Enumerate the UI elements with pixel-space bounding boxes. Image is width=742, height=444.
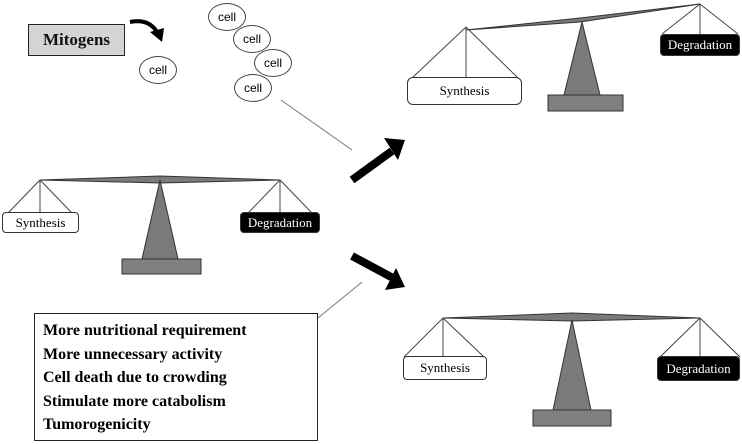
center-degradation-label: Degradation xyxy=(240,212,320,233)
balance-beam xyxy=(442,312,701,322)
arrow-up-right-icon xyxy=(349,138,405,184)
effect-item: Tumorogenicity xyxy=(43,416,151,433)
cell-cluster-1: cell xyxy=(208,3,246,31)
balance-center xyxy=(7,175,313,275)
balance-base xyxy=(121,258,202,275)
mitogens-label: Mitogens xyxy=(28,24,125,56)
balance-fulcrum xyxy=(563,21,601,96)
connector-line-cells xyxy=(280,99,353,151)
effect-item: Cell death due to crowding xyxy=(43,369,227,386)
balance-top-right xyxy=(411,3,739,112)
arrow-down-right-icon xyxy=(350,252,405,290)
connector-line-effects xyxy=(317,281,363,319)
center-synthesis-label: Synthesis xyxy=(2,212,79,233)
bottom-right-synthesis-label: Synthesis xyxy=(403,356,487,380)
cell-single: cell xyxy=(139,56,177,84)
top-right-synthesis-label: Synthesis xyxy=(407,77,522,105)
balance-base xyxy=(547,94,624,112)
effect-item: Stimulate more catabolism xyxy=(43,392,226,410)
effect-item: More unnecessary activity xyxy=(43,345,223,363)
balance-fulcrum xyxy=(141,179,179,260)
effect-item: More nutritional requirement xyxy=(43,322,247,339)
top-right-degradation-label: Degradation xyxy=(660,34,740,56)
cell-cluster-3: cell xyxy=(254,49,292,77)
effects-box: More nutritional requirement More unnece… xyxy=(34,313,318,441)
cell-cluster-2: cell xyxy=(233,25,271,53)
bottom-right-degradation-label: Degradation xyxy=(657,356,740,381)
cell-cluster-4: cell xyxy=(234,74,272,102)
balance-bottom-right xyxy=(403,312,741,427)
balance-base xyxy=(532,409,612,427)
balance-fulcrum xyxy=(552,319,592,411)
curved-arrow-head-icon xyxy=(150,28,164,42)
